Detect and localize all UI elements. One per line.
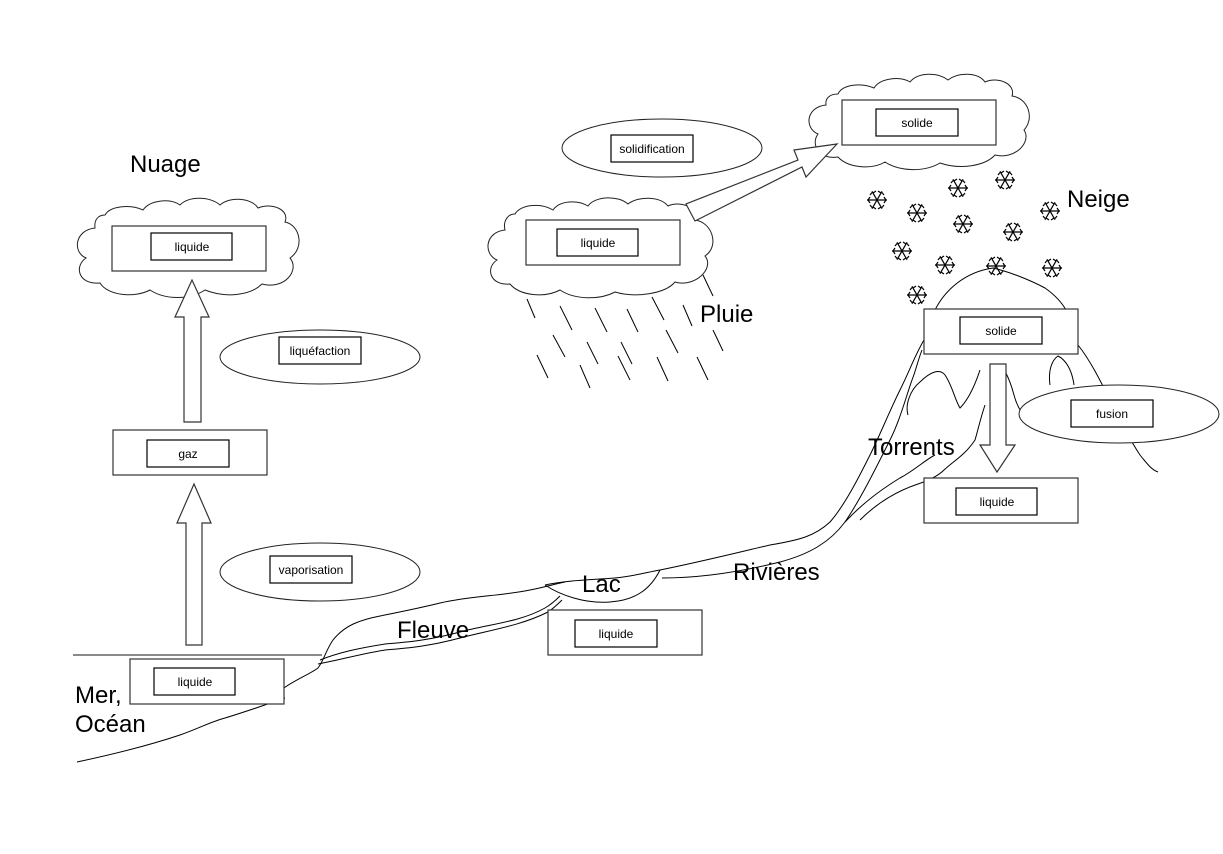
snowflake-icon	[906, 203, 928, 223]
state-label: liquide	[980, 495, 1015, 509]
transition-solidification: solidification	[561, 118, 763, 178]
transition-vaporisation: vaporisation	[219, 542, 421, 602]
state-label: liquide	[599, 627, 634, 641]
state-nuage-gauche: liquide	[111, 225, 267, 272]
rain-streak	[536, 354, 549, 379]
state-box-inner	[875, 108, 959, 137]
torrent-line-mid	[859, 404, 986, 521]
state-label: liquide	[581, 236, 616, 250]
state-box-inner	[150, 232, 233, 261]
lac-basin	[544, 569, 661, 603]
state-box-inner	[556, 228, 639, 257]
state-nuage-pluie: liquide	[525, 219, 681, 266]
state-box-outer	[525, 219, 681, 266]
label-fleuve: Fleuve	[397, 617, 469, 644]
rain-streak	[712, 329, 724, 352]
rain-streak	[594, 307, 608, 333]
lac-surface	[544, 569, 661, 586]
label-mer: Mer,	[75, 682, 122, 709]
rain-streak	[696, 356, 709, 381]
sea-floor-line	[76, 697, 286, 763]
rain-streak	[702, 274, 714, 297]
transition-label: vaporisation	[279, 563, 344, 577]
arrow-vaporisation	[176, 482, 212, 646]
snowflake-icon	[994, 170, 1016, 190]
rain	[526, 274, 724, 389]
transition-fusion: fusion	[1018, 384, 1220, 444]
state-mer: liquide	[129, 658, 285, 705]
snowflake-icon	[891, 241, 913, 261]
snowflake-icon	[906, 285, 928, 305]
snowflake-icon	[952, 214, 974, 234]
state-label: liquide	[178, 675, 213, 689]
torrent-line-left	[844, 349, 923, 523]
rain-streak	[586, 341, 599, 365]
rain-streak	[579, 364, 591, 389]
arrow-solidification	[685, 143, 839, 222]
state-label: liquide	[175, 240, 210, 254]
state-box-inner	[153, 667, 236, 696]
label-lac: Lac	[582, 571, 621, 598]
label-torrents: Torrents	[868, 434, 955, 461]
arrow-fusion	[978, 363, 1017, 474]
transition-box	[269, 555, 353, 584]
state-lac: liquide	[547, 609, 703, 656]
state-box-inner	[574, 619, 658, 648]
snowflakes	[866, 170, 1063, 305]
rain-streak	[526, 298, 536, 319]
state-nuage-neige: solide	[841, 99, 997, 146]
rain-streak	[682, 304, 693, 327]
rain-streak	[552, 334, 566, 358]
label-ocean: Océan	[75, 711, 146, 738]
state-montagne: solide	[923, 308, 1079, 355]
state-gaz: gaz	[112, 429, 268, 476]
transition-label: solidification	[619, 142, 684, 156]
snowflake-icon	[985, 256, 1007, 276]
transition-label: liquéfaction	[290, 344, 351, 358]
state-label: gaz	[178, 447, 197, 461]
riviere-line-upper	[659, 339, 925, 571]
transition-box	[1070, 399, 1154, 428]
label-nuage: Nuage	[130, 151, 201, 178]
arrow-liquefaction	[174, 278, 210, 423]
snowflake-icon	[1002, 222, 1024, 242]
transition-label: fusion	[1096, 407, 1128, 421]
rain-streak	[665, 329, 679, 354]
rain-streak	[559, 305, 573, 331]
state-box-inner	[146, 439, 230, 468]
mountain-right-fold	[1049, 355, 1075, 386]
state-torrents: liquide	[923, 477, 1079, 524]
torrent-line-center	[906, 369, 981, 416]
rain-streak	[651, 296, 665, 321]
state-box-inner	[955, 487, 1038, 516]
transition-liquefaction: liquéfaction	[219, 329, 421, 385]
transition-box	[278, 336, 362, 365]
label-neige: Neige	[1067, 186, 1130, 213]
snowflake-icon	[1041, 258, 1063, 278]
rain-streak	[620, 341, 633, 365]
state-box-inner	[959, 316, 1043, 345]
state-label: solide	[985, 324, 1017, 338]
snowflake-icon	[1039, 201, 1061, 221]
label-pluie: Pluie	[700, 301, 753, 328]
snowflake-icon	[866, 190, 888, 210]
mountain-peak	[934, 267, 1067, 311]
transition-box	[610, 134, 694, 163]
rain-streak	[617, 355, 631, 381]
snowflake-icon	[947, 178, 969, 198]
state-label: solide	[901, 116, 933, 130]
coast-line	[283, 581, 566, 689]
snowflake-icon	[934, 255, 956, 275]
riviere-line-lower	[661, 454, 936, 579]
fleuve-line-upper	[319, 595, 561, 661]
label-rivieres: Rivières	[733, 559, 820, 586]
rain-streak	[656, 356, 669, 382]
rain-streak	[626, 308, 639, 333]
